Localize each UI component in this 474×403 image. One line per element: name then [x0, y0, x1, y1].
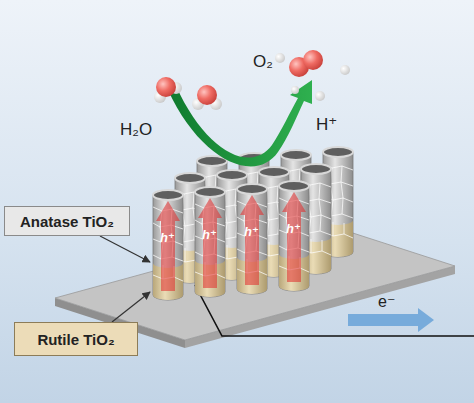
chemical-label: H₂O [120, 120, 152, 140]
hole-label: h⁺ [286, 221, 301, 236]
box-label: Anatase TiO₂ [20, 213, 114, 230]
hole-label: h⁺ [202, 227, 217, 242]
chemical-label: O₂ [253, 52, 273, 72]
rutile-label-box: Rutile TiO₂ [14, 322, 138, 356]
hole-label: h⁺ [244, 224, 259, 239]
anatase-label-box: Anatase TiO₂ [4, 206, 130, 236]
electron-label: e⁻ [378, 292, 395, 311]
chemical-label: H⁺ [316, 114, 337, 135]
hole-label: h⁺ [160, 230, 175, 245]
box-label: Rutile TiO₂ [37, 331, 114, 348]
